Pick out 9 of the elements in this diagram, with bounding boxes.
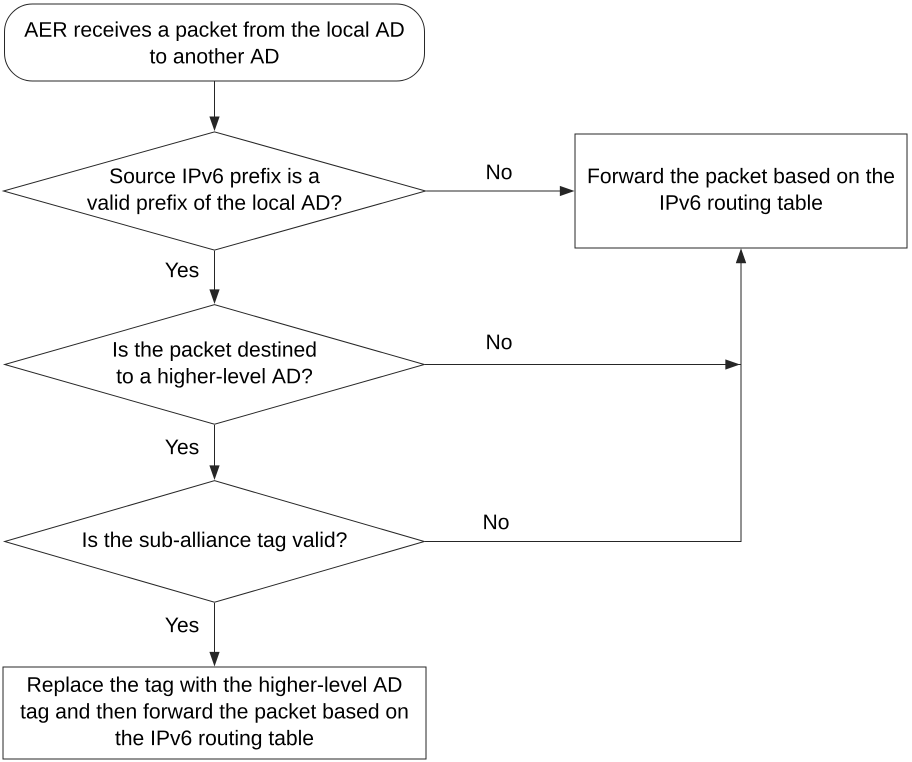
edge-label: No xyxy=(484,162,514,182)
edge-label: Yes xyxy=(162,616,202,634)
terminator-box: AER receives a packet from the local AD to another AD xyxy=(4,4,425,82)
process-box: Replace the tag with the higher-level AD tag and then forward the packet based on the IPv6 routing table xyxy=(2,666,426,760)
edge-label: No xyxy=(484,332,514,352)
edge-label: No xyxy=(480,512,512,532)
edge-label: Yes xyxy=(162,260,202,280)
edge-label: Yes xyxy=(162,438,202,456)
process-box: Forward the packet based on the IPv6 routing table xyxy=(574,134,908,248)
